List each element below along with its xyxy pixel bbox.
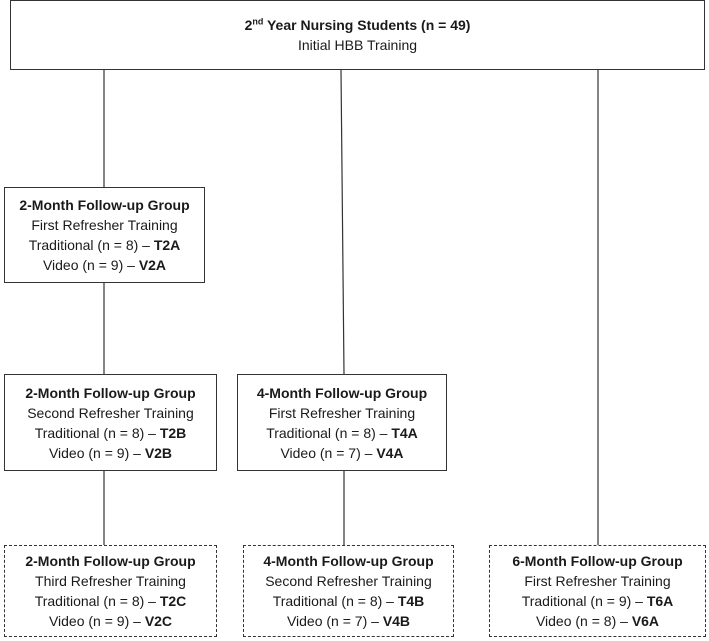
box-training: Second Refresher Training bbox=[265, 573, 432, 589]
box-title: 4-Month Follow-up Group bbox=[256, 384, 428, 401]
box-traditional: Traditional (n = 9) – T6A bbox=[521, 593, 674, 609]
box-training: Third Refresher Training bbox=[35, 573, 186, 589]
box-title: 2-Month Follow-up Group bbox=[25, 384, 196, 401]
box-training: Second Refresher Training bbox=[27, 404, 194, 421]
box-traditional: Traditional (n = 8) – T4B bbox=[272, 593, 425, 609]
root-subtitle: Initial HBB Training bbox=[297, 37, 418, 53]
connector-root-to-4month bbox=[340, 69, 345, 375]
box-t2b: 2-Month Follow-up Group Second Refresher… bbox=[4, 374, 217, 471]
box-video: Video (n = 7) – V4B bbox=[286, 613, 411, 629]
root-box: 2nd Year Nursing Students (n = 49) Initi… bbox=[10, 0, 705, 70]
box-title: 6-Month Follow-up Group bbox=[512, 553, 683, 569]
box-traditional: Traditional (n = 8) – T2C bbox=[34, 593, 187, 609]
box-video: Video (n = 9) – V2A bbox=[42, 257, 167, 273]
box-t4a: 4-Month Follow-up Group First Refresher … bbox=[237, 374, 447, 471]
box-video: Video (n = 8) – V6A bbox=[535, 613, 660, 629]
box-t4b: 4-Month Follow-up Group Second Refresher… bbox=[243, 545, 454, 637]
box-title: 2-Month Follow-up Group bbox=[19, 197, 190, 213]
box-traditional: Traditional (n = 8) – T4A bbox=[266, 424, 418, 441]
box-training: First Refresher Training bbox=[524, 573, 671, 589]
box-title: 4-Month Follow-up Group bbox=[263, 553, 434, 569]
box-training: First Refresher Training bbox=[31, 217, 178, 233]
box-training: First Refresher Training bbox=[268, 404, 416, 421]
box-traditional: Traditional (n = 8) – T2B bbox=[34, 424, 187, 441]
box-t6a: 6-Month Follow-up Group First Refresher … bbox=[489, 545, 706, 637]
root-title: 2nd Year Nursing Students (n = 49) bbox=[244, 16, 471, 33]
box-t2c: 2-Month Follow-up Group Third Refresher … bbox=[4, 545, 217, 637]
box-title: 2-Month Follow-up Group bbox=[25, 553, 196, 569]
box-video: Video (n = 9) – V2B bbox=[48, 444, 173, 461]
box-t2a: 2-Month Follow-up Group First Refresher … bbox=[4, 187, 205, 283]
box-video: Video (n = 9) – V2C bbox=[48, 613, 173, 629]
box-traditional: Traditional (n = 8) – T2A bbox=[28, 237, 181, 253]
box-video: Video (n = 7) – V4A bbox=[280, 444, 404, 461]
